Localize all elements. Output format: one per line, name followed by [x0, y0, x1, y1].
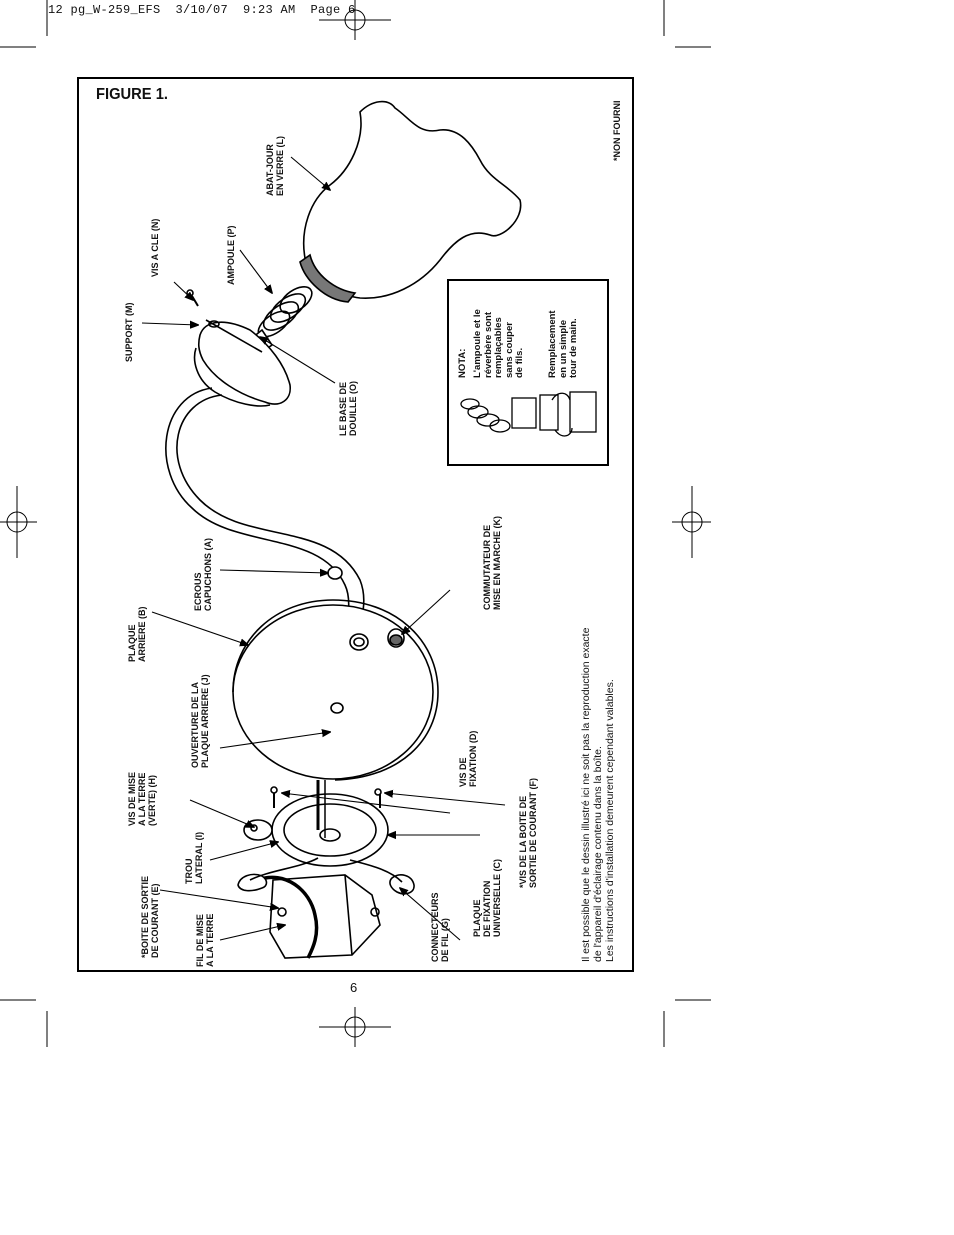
label-side-hole: TROU LATERAL (I): [184, 831, 204, 884]
registration-mark-right: [672, 486, 711, 558]
label-outlet-box: *BOITE DE SORTIE DE COURANT (E): [140, 875, 160, 958]
lamp-arm: [176, 394, 365, 641]
label-socket-base: LE BASE DE DOUILLE (O): [338, 381, 358, 436]
shade-collar: [299, 253, 357, 303]
label-wire-connectors: CONNECTEURS DE FIL (G): [430, 892, 450, 962]
label-power-switch: COMMUTATEUR DE MISE EN MARCHE (K): [482, 516, 502, 610]
wire-connector-right: [389, 874, 415, 895]
label-key-screw: VIS A CLE (N): [150, 218, 160, 277]
label-support: SUPPORT (M): [124, 302, 134, 363]
print-slug: 12 pg_W-259_EFS 3/10/07 9:23 AM Page 6: [48, 3, 356, 17]
label-bulb: AMPOULE (P): [226, 225, 236, 286]
label-not-supplied: *NON FOURNI: [612, 100, 622, 162]
disclaimer: Il est possible que le dessin illustré i…: [580, 627, 616, 962]
label-wire-nuts: ECROUS CAPUCHONS (A): [193, 538, 213, 611]
page-number: 6: [350, 980, 358, 995]
nota-text-2: Remplacement en un simple tour de main.: [547, 310, 579, 378]
label-glass-shade: ABAT-JOUR EN VERRE (L): [265, 135, 285, 196]
label-outlet-box-screws: *VIS DE LA BOITE DE SORTIE DE COURANT (F…: [518, 778, 538, 888]
ground-wire: [257, 875, 319, 959]
registration-mark-top: [319, 0, 391, 40]
label-back-plate: PLAQUE ARRIERE (B): [127, 606, 147, 663]
wire-connector-left: [237, 873, 268, 892]
figure-title: FIGURE 1.: [96, 86, 168, 103]
nota-text-1: L'ampoule et le réverbère sont remplaçab…: [472, 309, 525, 378]
label-mounting-screws: VIS DE FIXATION (D): [458, 730, 478, 787]
socket-base: [197, 321, 291, 405]
label-ground-screw: VIS DE MISE A LA TERRE (VERTE) (H): [127, 771, 157, 826]
back-plate: [232, 604, 434, 780]
registration-mark-bottom: [319, 1007, 391, 1047]
outlet-box: [269, 874, 381, 959]
label-ground-wire: FIL DE MISE A LA TERRE: [195, 913, 215, 967]
label-back-plate-opening: OUVERTURE DE LA PLAQUE ARRIERE (J): [190, 674, 210, 768]
label-mounting-plate: PLAQUE DE FIXATION UNIVERSELLE (C): [472, 858, 502, 937]
registration-mark-left: [0, 486, 37, 558]
glass-shade: [302, 100, 522, 299]
nota-box: [447, 279, 609, 466]
figure-frame: [77, 77, 634, 972]
nota-title: NOTA:: [457, 348, 468, 378]
key-screw: [191, 295, 199, 307]
